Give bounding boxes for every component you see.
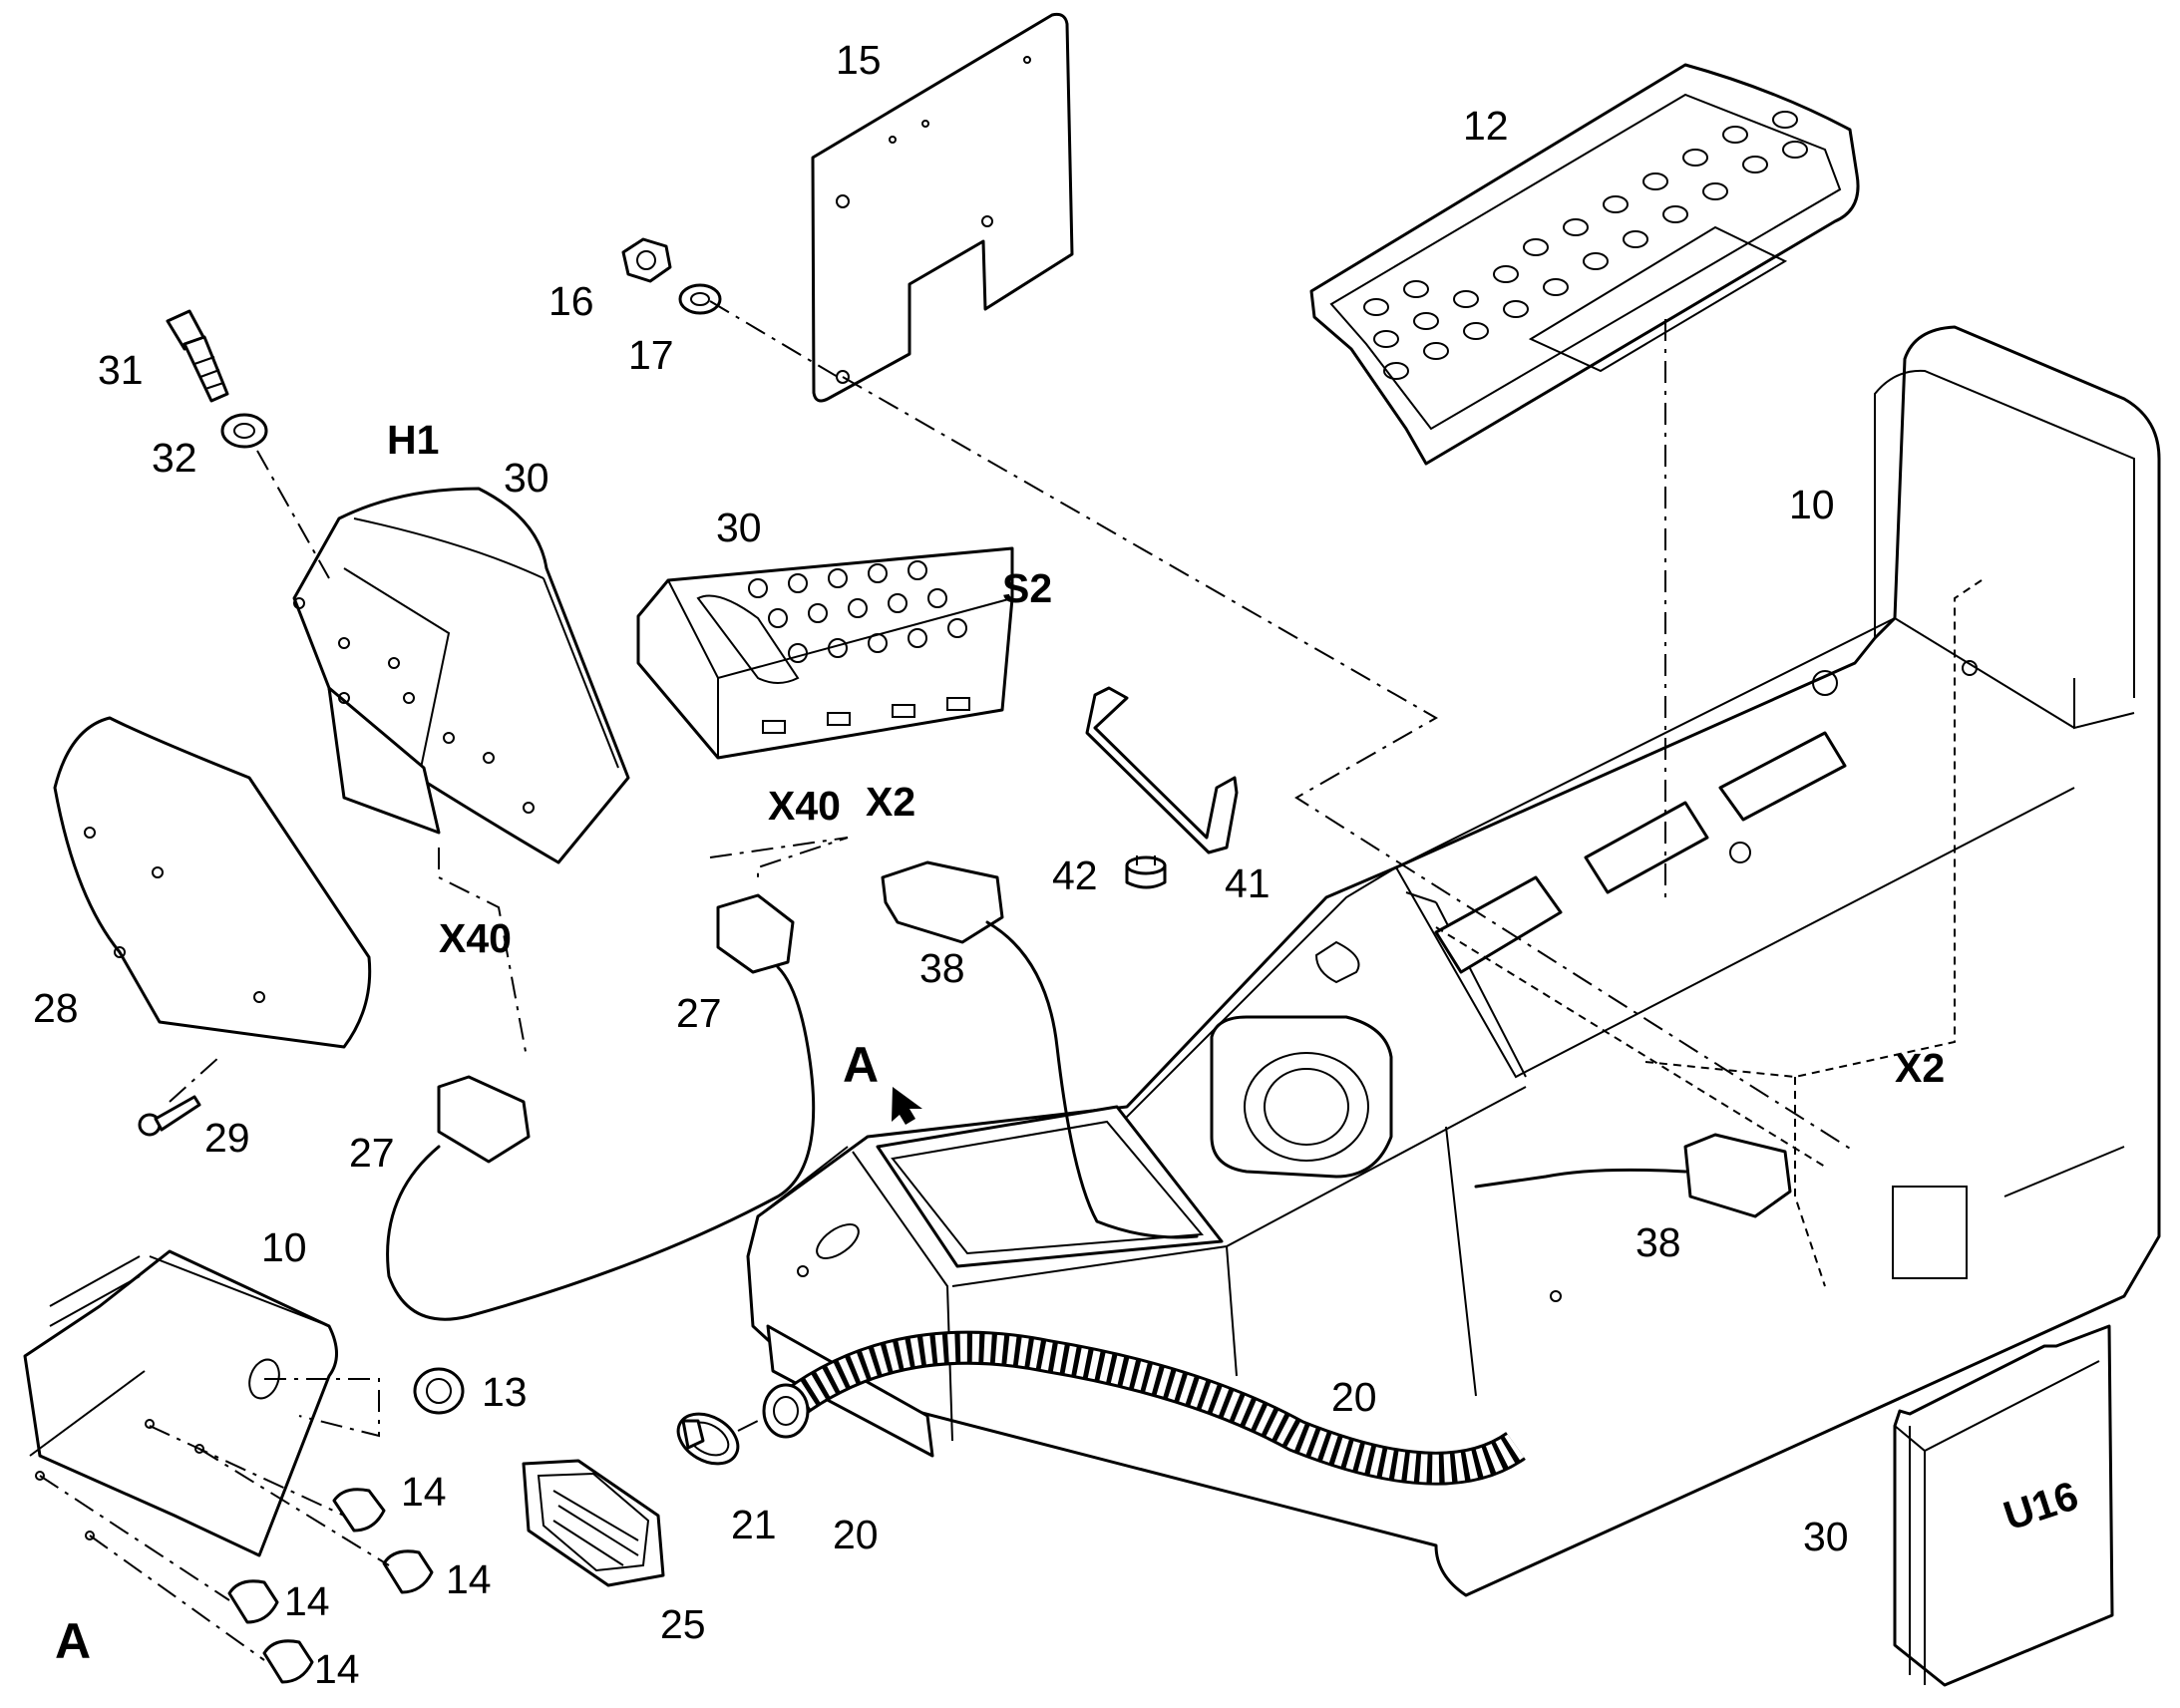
- callout-38-left: 38: [919, 945, 965, 991]
- part-38-cable-x2-connector: [881, 860, 1199, 1239]
- callout-x2-housing: X2: [1895, 1045, 1945, 1091]
- callout-15: 15: [836, 37, 882, 83]
- part-30-instrument-cluster-h1: [292, 487, 630, 864]
- part-28-cover: [53, 716, 372, 1049]
- part-25-vent: [522, 1459, 665, 1587]
- callout-30-switch: 30: [716, 505, 762, 550]
- callout-x40-switch: X40: [768, 783, 841, 829]
- part-21-hose-clamp: [676, 1412, 740, 1466]
- callout-14-a: 14: [401, 1469, 447, 1515]
- part-15-mounting-plate: [811, 12, 1074, 403]
- detail-view-a-label: A: [55, 1613, 91, 1669]
- callout-28: 28: [33, 985, 79, 1031]
- part-20-corrugated-hose: [762, 1330, 1526, 1486]
- part-13-grommet: [413, 1367, 465, 1415]
- callout-12: 12: [1463, 103, 1509, 149]
- callout-10-detail: 10: [261, 1224, 307, 1270]
- part-14-plug-4: [262, 1639, 314, 1684]
- part-30-switch-block-s2: [636, 546, 1014, 760]
- part-17-washer: [678, 283, 722, 315]
- part-38-connector-x2-right: [1474, 1133, 1792, 1218]
- assembly-lines: [39, 300, 1986, 1661]
- callout-25: 25: [660, 1601, 706, 1647]
- part-14-plug-2: [382, 1549, 434, 1594]
- callout-42: 42: [1052, 853, 1098, 898]
- callout-41: 41: [1225, 860, 1271, 906]
- view-a-arrow-icon: [892, 1087, 922, 1125]
- tray-holes: [1363, 111, 1808, 380]
- callout-14-b: 14: [446, 1556, 492, 1602]
- part-41-bracket: [1085, 686, 1239, 854]
- part-29-screw: [138, 1095, 201, 1137]
- callout-32: 32: [152, 435, 197, 481]
- callout-16: 16: [548, 278, 594, 324]
- callout-14-d: 14: [314, 1646, 360, 1692]
- part-14-plug-3: [227, 1579, 279, 1624]
- callout-x40-cluster: X40: [439, 915, 512, 961]
- part-27-cable-x40-connector: [386, 893, 816, 1321]
- part-10-console-housing: [746, 325, 2161, 1597]
- callout-x2-switch: X2: [866, 779, 915, 825]
- part-32-washer: [220, 413, 268, 449]
- part-10-detail-fragment: [23, 1249, 338, 1557]
- callout-14-c: 14: [284, 1578, 330, 1624]
- callout-view-a: A: [843, 1037, 879, 1093]
- callout-30-module: 30: [1803, 1514, 1849, 1559]
- part-12-switch-tray: [1309, 63, 1860, 466]
- callout-27-right: 27: [676, 990, 722, 1036]
- part-14-plug-1: [332, 1488, 386, 1533]
- callout-21: 21: [731, 1502, 777, 1547]
- callout-38-right: 38: [1635, 1219, 1681, 1265]
- callout-17: 17: [628, 332, 674, 378]
- callout-30-cluster: 30: [504, 455, 549, 501]
- callout-29: 29: [204, 1115, 250, 1161]
- callout-27-left: 27: [349, 1130, 395, 1176]
- callout-31: 31: [98, 347, 144, 393]
- callout-13: 13: [482, 1369, 528, 1415]
- callout-h1: H1: [387, 417, 439, 463]
- part-42-knob: [1125, 855, 1167, 889]
- callout-labels: 15 12 16 17 31 32 H1 30 30 S2 10 X40 X2 …: [33, 37, 1945, 1692]
- callout-s2: S2: [1002, 565, 1052, 611]
- part-30-control-module-u16: U16: [1893, 1324, 2114, 1687]
- part-31-screw: [166, 309, 229, 403]
- part-16-nut: [621, 237, 672, 283]
- callout-20-left: 20: [833, 1512, 879, 1557]
- callout-10-housing: 10: [1789, 482, 1835, 527]
- callout-20-right: 20: [1331, 1374, 1377, 1420]
- switch-knobs: [748, 560, 967, 663]
